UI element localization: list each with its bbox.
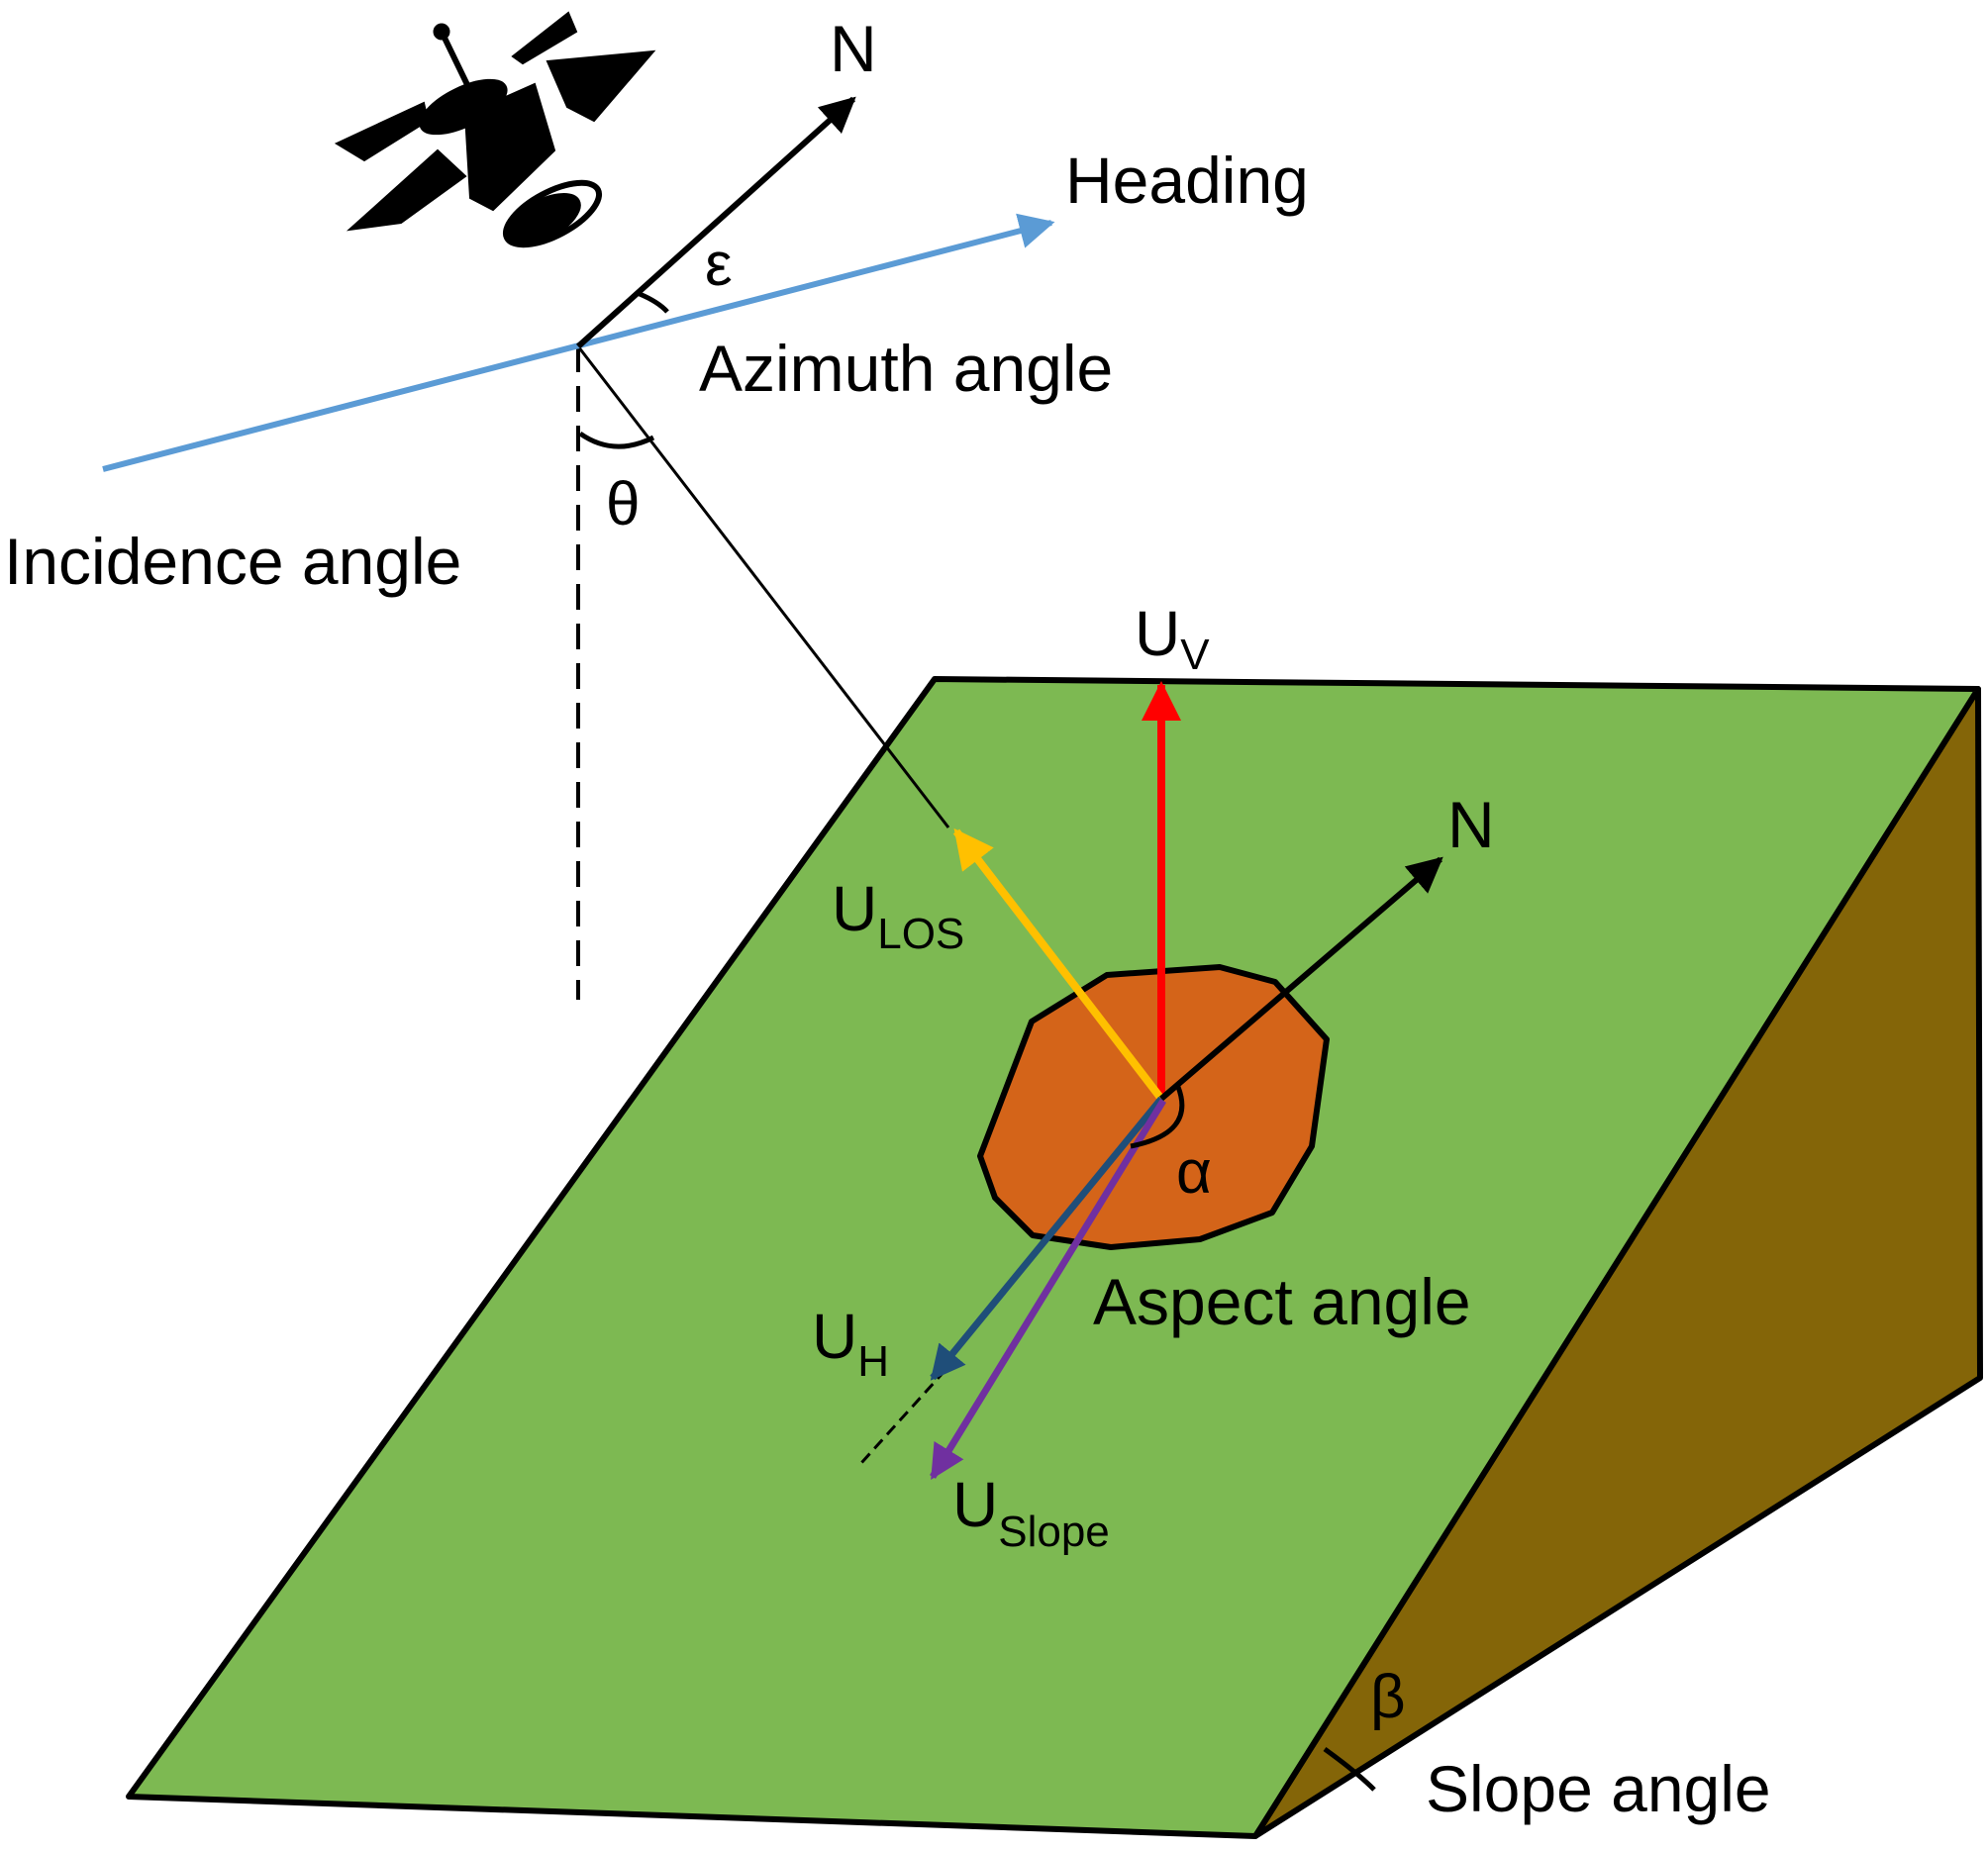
heading-label: Heading (1065, 144, 1309, 217)
north-label-ground: N (1447, 788, 1495, 861)
ulos-label: ULOS (832, 873, 964, 958)
uh-label: UH (812, 1301, 889, 1386)
aspect-angle-label: Aspect angle (1093, 1265, 1471, 1338)
uslope-label-main: U (952, 1469, 998, 1540)
line-of-sight (576, 345, 950, 828)
incidence-angle-arc-icon (578, 431, 655, 449)
uh-label-subscript: H (857, 1337, 889, 1386)
ulos-label-main: U (832, 873, 877, 944)
north-label-top: N (830, 12, 877, 85)
ulos-arrow (952, 828, 1165, 1102)
alpha-label: α (1176, 1138, 1212, 1207)
incidence-angle-label: Incidence angle (4, 525, 461, 598)
aspect-angle-arc-icon (1130, 1086, 1185, 1149)
uv-label-subscript: V (1180, 631, 1210, 679)
horizontal-projection-dashed-line (859, 1368, 947, 1465)
uslope-label-subscript: Slope (998, 1508, 1110, 1556)
uv-label-main: U (1135, 598, 1180, 669)
north-arrow-ground (1159, 856, 1443, 1102)
theta-label: θ (606, 470, 640, 538)
slope-angle-arc-icon (1323, 1746, 1376, 1792)
beta-label: β (1370, 1663, 1406, 1731)
ulos-label-subscript: LOS (877, 910, 964, 958)
slope-angle-label: Slope angle (1426, 1752, 1771, 1825)
uh-label-main: U (812, 1301, 857, 1372)
uslope-label: USlope (952, 1469, 1110, 1556)
heading-arrow (102, 213, 1055, 472)
uv-label: UV (1135, 598, 1210, 679)
azimuth-angle-arc-icon (639, 291, 669, 314)
satellite-icon (334, 11, 656, 248)
north-arrow-top (575, 96, 856, 349)
epsilon-label: ε (705, 231, 733, 299)
slope-top-face (126, 676, 1981, 1839)
uh-arrow (930, 1096, 1164, 1381)
azimuth-angle-label: Azimuth angle (699, 332, 1113, 405)
uslope-arrow (930, 1099, 1166, 1480)
